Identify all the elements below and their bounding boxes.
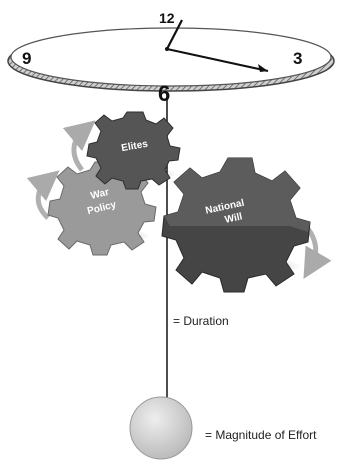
clock-minute-hand [166,48,269,72]
gear-label-elites: Elites [121,139,150,155]
gear-national-will [161,157,311,293]
gear-elites [86,111,181,190]
gear-label-national-will-2: Will [224,211,244,225]
pendulum-bob [129,396,193,460]
clock-number-6: 6 [158,81,170,106]
legend-magnitude: = Magnitude of Effort [205,428,317,442]
rotation-arrow-war-policy [26,170,60,220]
clock-face [7,19,335,92]
legend-duration: = Duration [173,314,229,328]
rotation-arrow-elites [62,120,96,172]
clock-hour-hand [166,19,183,50]
clock-number-3: 3 [293,49,302,68]
clock-number-12: 12 [159,10,175,26]
gear-label-war-policy-1: War [90,187,111,202]
clock-number-9: 9 [22,49,31,68]
